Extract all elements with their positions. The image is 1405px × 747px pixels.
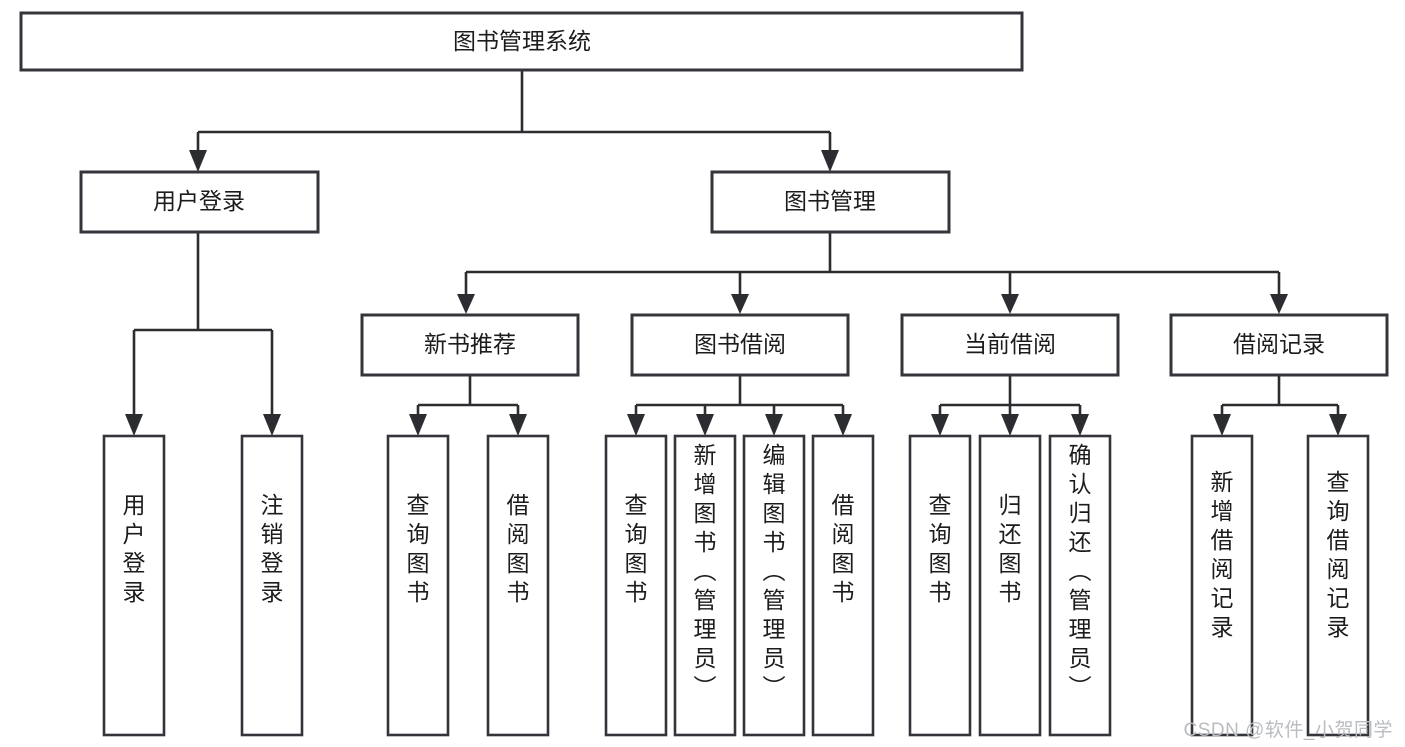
leaf-book-borrow-query[interactable]: 查询图书 xyxy=(604,434,668,737)
leaf-current-borrow-query[interactable]: 查询图书 xyxy=(908,434,972,737)
leaf-book-borrow-add-box[interactable] xyxy=(673,434,737,737)
leaf-new-book-query-label: 查询图书 xyxy=(407,492,430,605)
leaf-book-borrow-edit-label: 编辑图书︵管理员︶ xyxy=(763,442,786,700)
leaf-user-login-signin[interactable]: 用户登录 xyxy=(102,434,166,737)
leaf-user-login-signout-box[interactable] xyxy=(240,434,304,737)
leaf-book-borrow-lend-box[interactable] xyxy=(811,434,875,737)
arrow-head-newbook-query xyxy=(409,414,427,436)
leaf-book-borrow-lend-label: 借阅图书 xyxy=(832,492,855,605)
leaf-current-borrow-return-label: 归还图书 xyxy=(999,492,1022,605)
leaf-new-book-query-box[interactable] xyxy=(386,434,450,737)
csdn-watermark: CSDN @软件_小贺同学 xyxy=(1183,720,1393,741)
node-user-login[interactable]: 用户登录 xyxy=(79,170,320,234)
arrow-head-user-login xyxy=(189,150,207,172)
leaf-book-borrow-add-label: 新增图书︵管理员︶ xyxy=(694,442,717,700)
node-book-borrow-box[interactable] xyxy=(630,313,850,377)
leaf-book-borrow-lend[interactable]: 借阅图书 xyxy=(811,434,875,737)
arrow-head-bookborrow-query xyxy=(627,414,645,436)
connector-group-book-borrow-leaves xyxy=(627,375,852,436)
node-user-login-box[interactable] xyxy=(79,170,320,234)
leaf-book-borrow-query-box[interactable] xyxy=(604,434,668,737)
node-book-management-label: 图书管理 xyxy=(784,188,876,214)
arrow-head-bookborrow-add xyxy=(696,414,714,436)
leaf-user-login-signout-label: 注销登录 xyxy=(261,492,284,605)
arrow-head-newbook-borrow xyxy=(509,414,527,436)
leaf-new-book-borrow[interactable]: 借阅图书 xyxy=(486,434,550,737)
leaf-new-book-query[interactable]: 查询图书 xyxy=(386,434,450,737)
node-current-borrow-label: 当前借阅 xyxy=(964,331,1056,357)
leaf-current-borrow-return[interactable]: 归还图书 xyxy=(978,434,1042,737)
arrow-head-book-mgmt xyxy=(821,150,839,172)
node-borrow-record[interactable]: 借阅记录 xyxy=(1169,313,1389,377)
node-borrow-record-label: 借阅记录 xyxy=(1233,331,1325,357)
node-book-management[interactable]: 图书管理 xyxy=(710,170,951,234)
leaf-current-borrow-confirm-label: 确认归还︵管理员︶ xyxy=(1069,442,1092,700)
leaf-new-book-borrow-box[interactable] xyxy=(486,434,550,737)
arrow-head-new-book xyxy=(457,294,475,314)
leaf-borrow-record-query[interactable]: 查询借阅记录 xyxy=(1306,434,1370,737)
connector-group-new-book-leaves xyxy=(409,375,527,436)
leaf-current-borrow-confirm[interactable]: 确认归还︵管理员︶ xyxy=(1048,434,1112,737)
arrow-head-borrow-record xyxy=(1270,294,1288,314)
leaf-book-borrow-edit[interactable]: 编辑图书︵管理员︶ xyxy=(742,434,806,737)
arrow-head-borrowrecord-add xyxy=(1213,414,1231,436)
arrow-head-currentborrow-confirm xyxy=(1071,414,1089,436)
leaf-borrow-record-query-label: 查询借阅记录 xyxy=(1327,469,1350,640)
node-borrow-record-box[interactable] xyxy=(1169,313,1389,377)
node-new-book-recommend[interactable]: 新书推荐 xyxy=(360,313,580,377)
leaf-current-borrow-query-box[interactable] xyxy=(908,434,972,737)
arrow-head-bookborrow-lend xyxy=(834,414,852,436)
arrow-head-book-borrow xyxy=(731,294,749,314)
leaf-current-borrow-confirm-box[interactable] xyxy=(1048,434,1112,737)
node-book-borrow-label: 图书借阅 xyxy=(694,331,786,357)
arrow-head-current-borrow xyxy=(1001,294,1019,314)
node-user-login-label: 用户登录 xyxy=(153,188,245,214)
connector-group-user-login-leaves xyxy=(125,232,281,436)
arrow-head-borrowrecord-query xyxy=(1329,414,1347,436)
node-book-borrow[interactable]: 图书借阅 xyxy=(630,313,850,377)
node-root[interactable]: 图书管理系统 xyxy=(19,11,1024,72)
node-current-borrow-box[interactable] xyxy=(900,313,1120,377)
leaf-book-borrow-query-label: 查询图书 xyxy=(625,492,648,605)
leaf-borrow-record-query-box[interactable] xyxy=(1306,434,1370,737)
node-root-box[interactable] xyxy=(19,11,1024,72)
node-new-book-recommend-label: 新书推荐 xyxy=(424,331,516,357)
arrow-head-currentborrow-query xyxy=(931,414,949,436)
leaf-user-login-signout[interactable]: 注销登录 xyxy=(240,434,304,737)
arrow-head-leaf-user-login xyxy=(125,414,143,436)
leaf-current-borrow-return-box[interactable] xyxy=(978,434,1042,737)
leaf-book-borrow-add[interactable]: 新增图书︵管理员︶ xyxy=(673,434,737,737)
connector-group-root xyxy=(189,70,839,172)
arrow-head-bookborrow-edit xyxy=(765,414,783,436)
leaf-user-login-signin-box[interactable] xyxy=(102,434,166,737)
connector-group-borrow-record-leaves xyxy=(1213,375,1347,436)
leaf-borrow-record-add[interactable]: 新增借阅记录 xyxy=(1190,434,1254,737)
leaf-current-borrow-query-label: 查询图书 xyxy=(929,492,952,605)
connector-group-current-borrow-leaves xyxy=(931,375,1089,436)
arrow-head-currentborrow-return xyxy=(1001,414,1019,436)
leaf-borrow-record-add-label: 新增借阅记录 xyxy=(1211,469,1234,640)
leaf-user-login-signin-label: 用户登录 xyxy=(123,492,146,605)
node-root-label: 图书管理系统 xyxy=(453,28,591,54)
leaf-book-borrow-edit-box[interactable] xyxy=(742,434,806,737)
leaf-borrow-record-add-box[interactable] xyxy=(1190,434,1254,737)
node-current-borrow[interactable]: 当前借阅 xyxy=(900,313,1120,377)
arrow-head-leaf-logout xyxy=(263,414,281,436)
leaf-new-book-borrow-label: 借阅图书 xyxy=(507,492,530,605)
node-book-management-box[interactable] xyxy=(710,170,951,234)
connector-group-book-mgmt xyxy=(457,232,1288,314)
node-new-book-recommend-box[interactable] xyxy=(360,313,580,377)
